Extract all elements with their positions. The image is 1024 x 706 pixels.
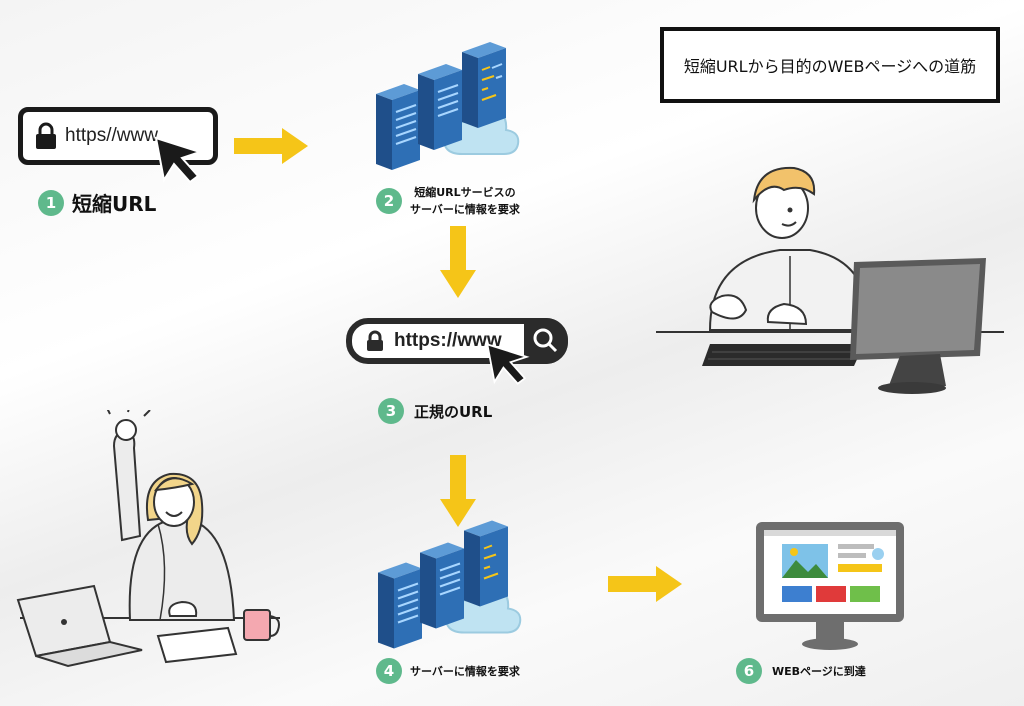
search-button	[524, 318, 568, 364]
monitor-icon	[756, 522, 904, 650]
server-icon	[376, 42, 520, 170]
step-6-number: 6	[736, 658, 762, 684]
step-6-label: WEBページに到達	[772, 665, 866, 678]
step-6: 6 WEBページに到達	[736, 658, 866, 684]
cursor-icon	[154, 136, 204, 184]
lock-icon	[36, 122, 56, 149]
step-2-number: 2	[376, 188, 402, 214]
arrow-right-icon	[234, 128, 308, 164]
search-icon	[533, 328, 558, 353]
arrow-right-icon	[608, 566, 682, 602]
step-2-label-line2: サーバーに情報を要求	[410, 203, 520, 216]
step-3-label: 正規のURL	[414, 402, 493, 421]
step-3: 3 正規のURL	[378, 398, 492, 424]
lock-icon	[367, 330, 383, 351]
diagram-title: 短縮URLから目的のWEBページへの道筋	[660, 27, 1000, 103]
cursor-icon	[486, 343, 530, 385]
arrow-down-icon	[440, 226, 476, 298]
full-url-text: https://www	[394, 330, 502, 351]
short-url-bar: https//www.	[18, 107, 218, 165]
step-1: 1 短縮URL	[38, 188, 156, 217]
step-4-number: 4	[376, 658, 402, 684]
step-2-label-line1: 短縮URLサービスの	[414, 186, 516, 199]
step-4-label: サーバーに情報を要求	[410, 665, 520, 678]
short-url-text: https//www.	[65, 125, 163, 146]
woman-celebrating-illustration	[16, 410, 280, 668]
step-2: 2 短縮URLサービスの サーバーに情報を要求	[376, 184, 520, 218]
step-1-number: 1	[38, 189, 64, 216]
step-3-number: 3	[378, 398, 404, 424]
step-1-label: 短縮URL	[72, 192, 157, 216]
step-4: 4 サーバーに情報を要求	[376, 658, 520, 684]
arrow-down-icon	[440, 455, 476, 527]
man-at-computer-illustration	[656, 166, 1004, 394]
server-icon	[378, 520, 522, 649]
